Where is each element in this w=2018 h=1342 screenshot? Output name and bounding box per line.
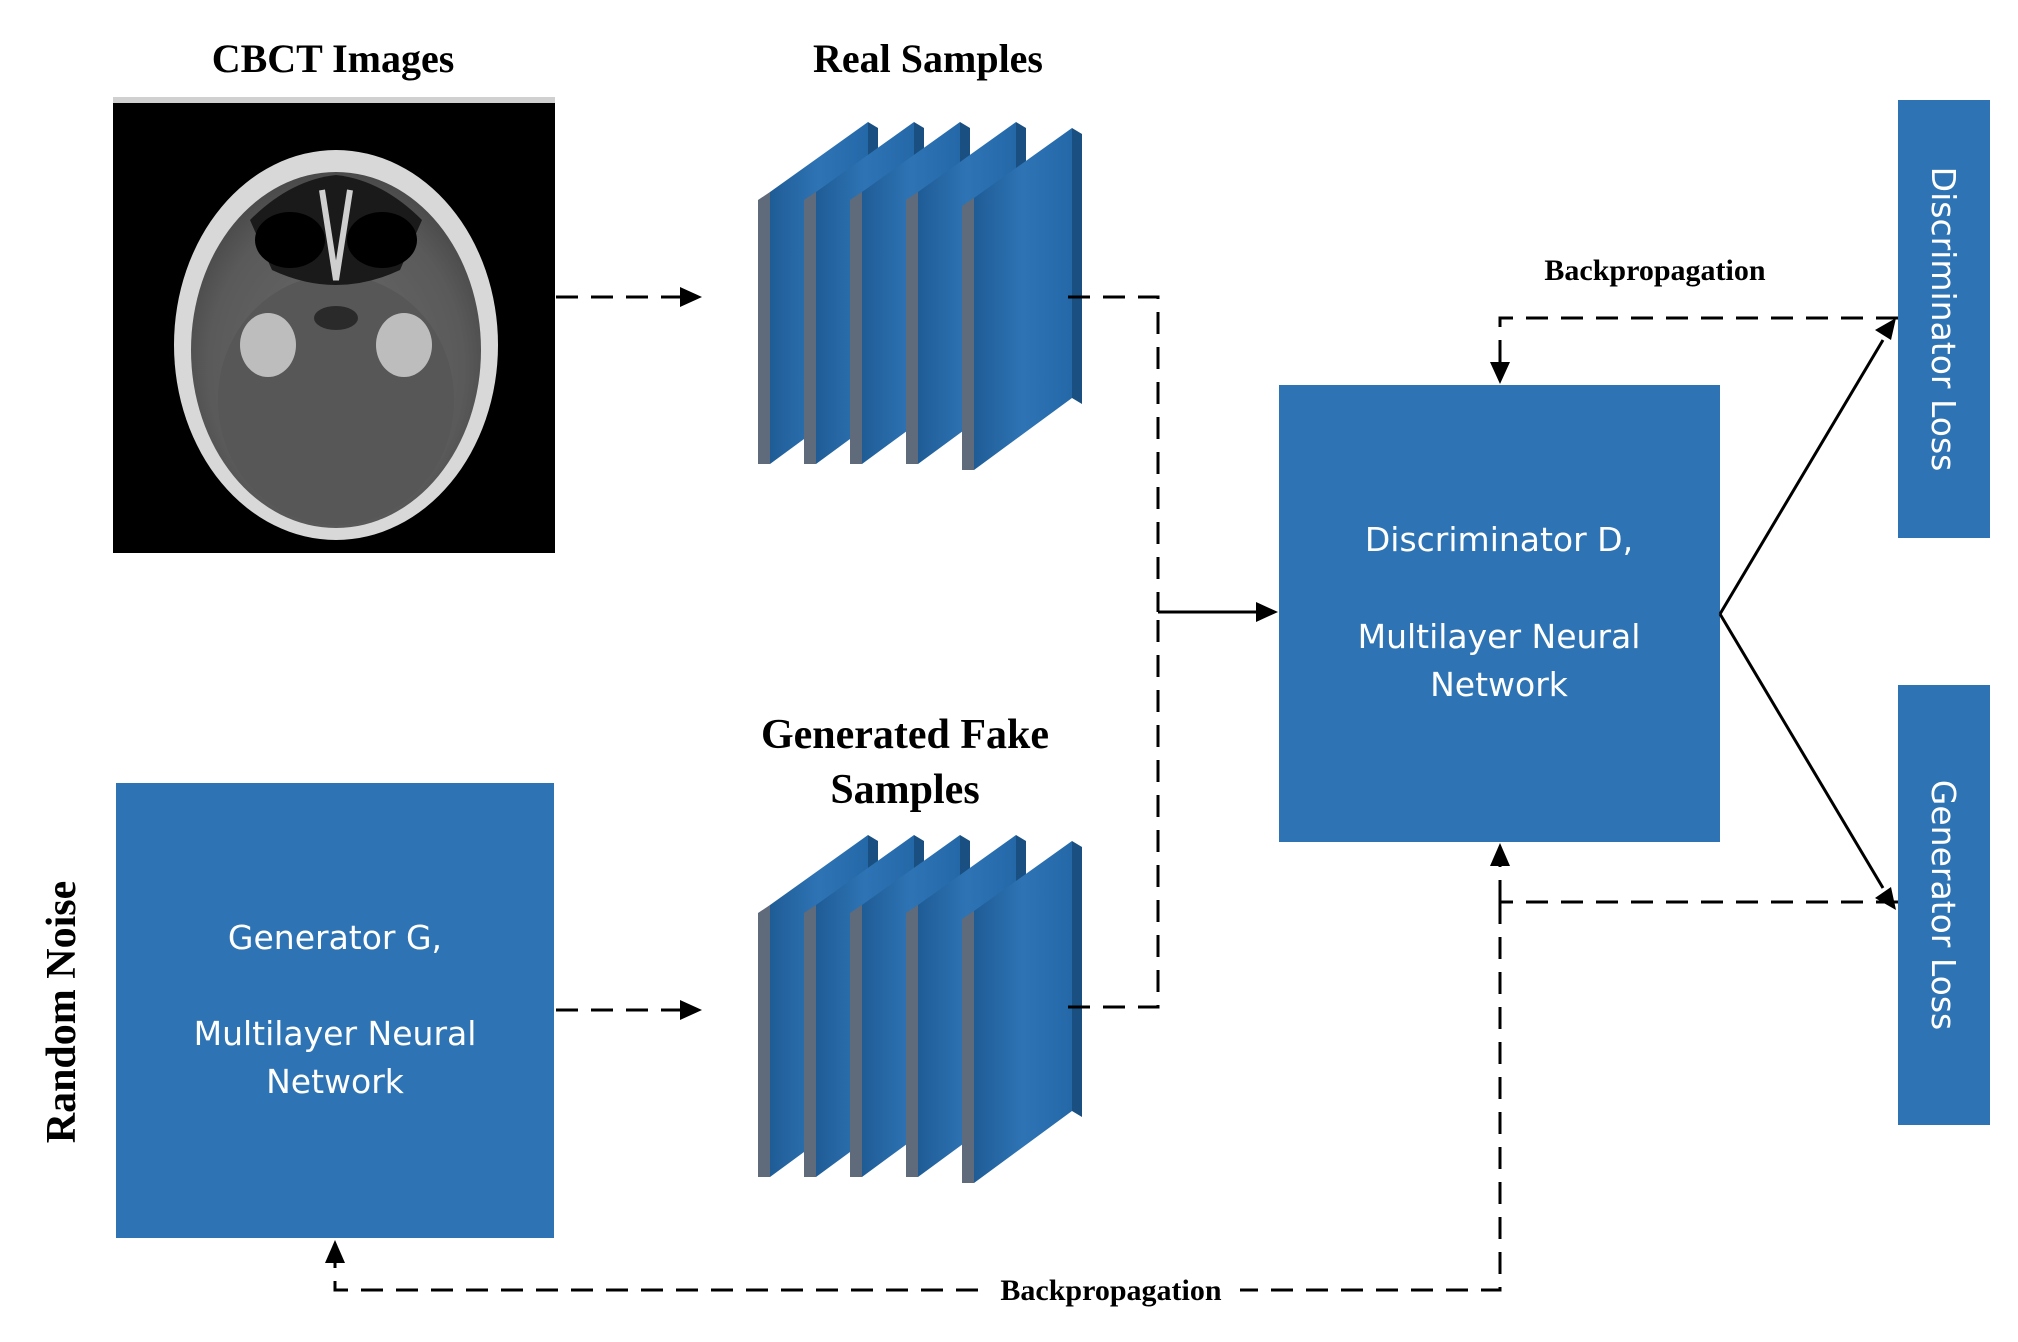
generator-box [116, 783, 554, 1238]
backprop-label-top: Backpropagation [1544, 254, 1765, 287]
discriminator-box [1279, 385, 1720, 842]
discriminator-label-line1: Discriminator D, [1365, 520, 1633, 559]
fake-sample-slab [962, 841, 1082, 1183]
fake-samples-stack [758, 835, 1082, 1183]
discriminator-label-line3: Network [1430, 665, 1569, 704]
generator-label-line3: Network [266, 1062, 405, 1101]
backprop-bottom-line [333, 902, 1502, 1292]
connectors [325, 287, 1898, 1308]
title-samples: Samples [830, 767, 979, 813]
title-random-noise: Random Noise [39, 881, 85, 1144]
generator-loss-box [1898, 685, 1990, 1125]
discriminator-to-dloss-arrow [1718, 339, 1885, 615]
real-samples-stack [758, 122, 1082, 470]
cbct-image [113, 97, 555, 553]
title-generated-fake: Generated Fake [761, 712, 1049, 758]
generator-label-line2: Multilayer Neural [194, 1014, 477, 1053]
real-sample-slab [962, 128, 1082, 470]
title-real-samples: Real Samples [813, 36, 1043, 81]
fake-to-merge-line [1068, 612, 1160, 1009]
real-to-merge-line [1068, 295, 1160, 612]
discriminator-to-gloss-arrow [1718, 613, 1885, 889]
backprop-label-bottom: Backpropagation [1000, 1274, 1221, 1307]
generator-label-line1: Generator G, [228, 918, 442, 957]
backprop-top-line [1498, 316, 1898, 362]
discriminator-label-line2: Multilayer Neural [1358, 617, 1641, 656]
discriminator-loss-label: Discriminator Loss [1924, 167, 1963, 472]
generator-loss-label: Generator Loss [1924, 780, 1963, 1030]
title-cbct-images: CBCT Images [212, 36, 455, 81]
discriminator-loss-box [1898, 100, 1990, 538]
